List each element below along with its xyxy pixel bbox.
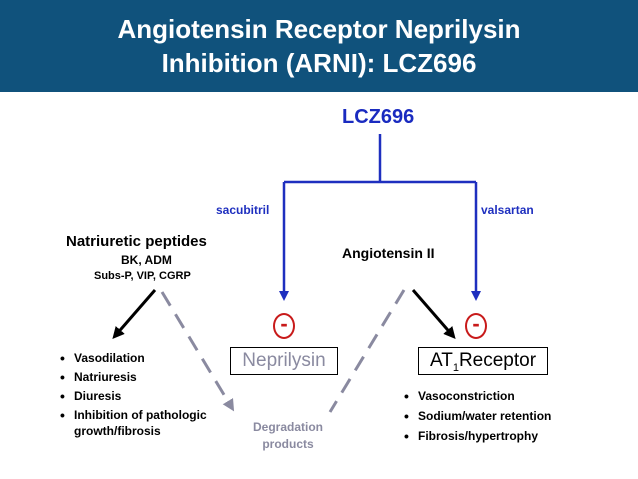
angiotensin-ii-label: Angiotensin II [342, 245, 435, 261]
list-item: Diuresis [60, 388, 232, 404]
neprilysin-label: Neprilysin [242, 350, 326, 371]
natriuretic-sub-peptides: Subs-P, VIP, CGRP [94, 270, 191, 282]
angiotensin-degradation-path [328, 289, 406, 413]
list-item: Vasodilation [60, 350, 232, 366]
degradation-line-1: Degradation [252, 420, 323, 434]
title-line-2: Inhibition (ARNI): LCZ696 [161, 48, 477, 78]
list-item: Vasoconstriction [404, 388, 594, 404]
at1-receptor-box: AT1Receptor [418, 347, 548, 375]
title-line-1: Angiotensin Receptor Neprilysin [117, 14, 521, 44]
at1-receptor-subscript: 1 [452, 361, 459, 374]
list-item: Fibrosis/hypertrophy [404, 428, 594, 444]
angiotensin-effect-arrow [411, 289, 456, 340]
neprilysin-inhibit-symbol: - [273, 313, 295, 339]
list-item: Sodium/water retention [404, 408, 594, 424]
right-effects-list: Vasoconstriction Sodium/water retention … [404, 388, 594, 444]
natriuretic-effect-arrow [112, 289, 157, 340]
valsartan-label: valsartan [481, 203, 534, 217]
at1-receptor-rest: Receptor [458, 350, 537, 371]
list-item: Inhibition of pathologic growth/fibrosis [60, 407, 232, 439]
natriuretic-sub-bk-adm: BK, ADM [121, 253, 172, 267]
at1-receptor-main: AT [429, 350, 453, 371]
left-effects-list: Vasodilation Natriuresis Diuresis Inhibi… [60, 350, 232, 439]
lcz696-label: LCZ696 [342, 106, 415, 128]
natriuretic-peptides-title: Natriuretic peptides [66, 233, 207, 250]
neprilysin-box: Neprilysin [230, 347, 338, 375]
degradation-line-2: products [262, 437, 314, 451]
list-item: Natriuresis [60, 369, 232, 385]
title-banner: Angiotensin Receptor Neprilysin Inhibiti… [0, 0, 638, 92]
receptor-inhibit-symbol: - [465, 313, 487, 339]
degradation-products-label: Degradation products [246, 419, 330, 453]
sacubitril-label: sacubitril [216, 203, 270, 217]
